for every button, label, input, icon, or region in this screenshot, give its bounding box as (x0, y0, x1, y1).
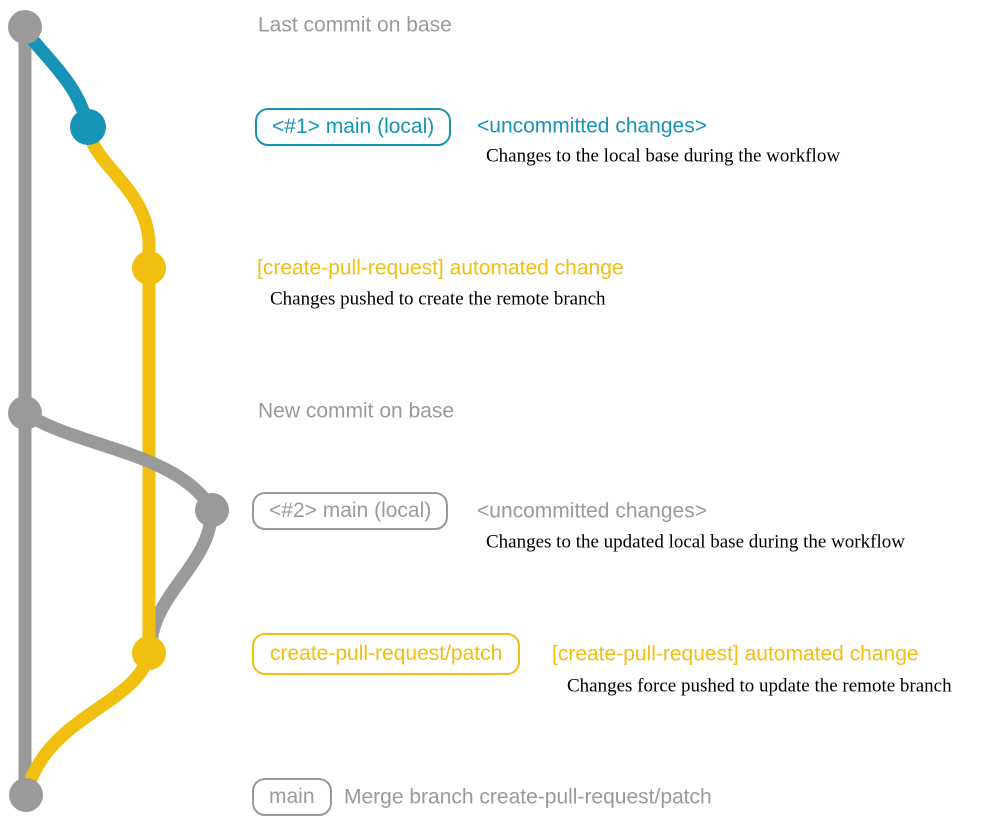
uncommitted-changes-label-2: <uncommitted changes> (477, 499, 707, 523)
commit-dot-merge (9, 778, 43, 812)
description-automated-change-1: Changes pushed to create the remote bran… (270, 288, 606, 310)
branch-badge-main-local-2: <#2> main (local) (252, 492, 449, 530)
branch-badge-main: main (252, 778, 332, 816)
new-commit-label: New commit on base (258, 399, 455, 423)
automated-change-title-2: [create-pull-request] automated change (552, 642, 919, 666)
merge-commit-label: Merge branch create-pull-request/patch (344, 785, 712, 809)
automated-change-title-1: [create-pull-request] automated change (257, 256, 624, 280)
base-update-merge-line (144, 503, 219, 649)
branch-badge-main-local-1: <#1> main (local) (255, 108, 452, 146)
commit-dot-remote-2 (132, 636, 166, 670)
description-automated-change-2: Changes force pushed to update the remot… (567, 675, 952, 697)
base-update-diverge-line (18, 406, 219, 517)
description-local-changes-2: Changes to the updated local base during… (486, 531, 905, 553)
last-commit-label: Last commit on base (258, 13, 452, 37)
commit-dot-local-2 (195, 493, 229, 527)
commit-dot-new-base (8, 396, 42, 430)
branch-badge-create-pull-request-patch: create-pull-request/patch (252, 633, 521, 675)
description-local-changes-1: Changes to the local base during the wor… (486, 145, 841, 167)
commit-dot-remote-1 (132, 251, 166, 285)
uncommitted-changes-label-1: <uncommitted changes> (477, 114, 707, 138)
commit-dot-last-base (8, 10, 42, 44)
commit-dot-local-1 (70, 109, 106, 145)
